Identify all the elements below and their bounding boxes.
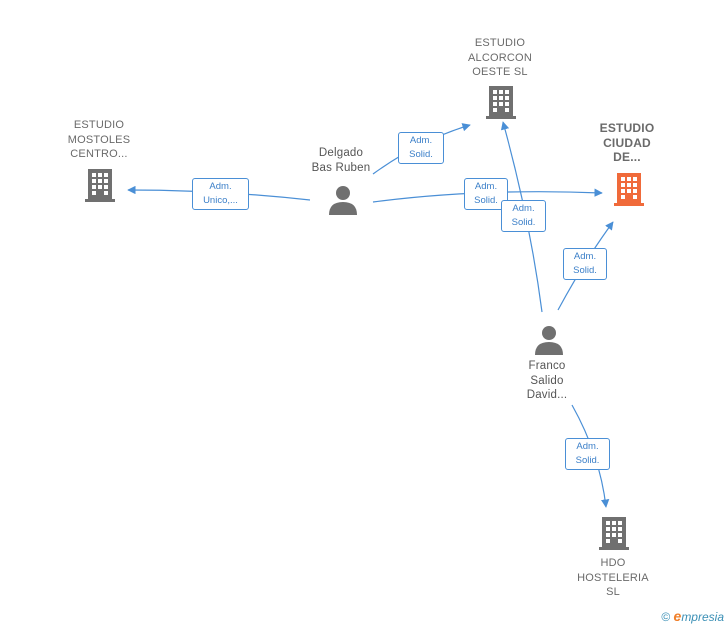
node-label-delgado[interactable]: Delgado Bas Ruben (311, 147, 371, 174)
building-icon[interactable] (599, 515, 629, 551)
person-icon[interactable] (534, 325, 564, 355)
node-label-estudio-mostoles[interactable]: ESTUDIO MOSTOLES CENTRO... (67, 119, 131, 160)
brand-name: mpresia (681, 610, 724, 624)
person-icon[interactable] (328, 185, 358, 215)
building-icon[interactable] (614, 171, 644, 207)
node-label-hdo[interactable]: HDO HOSTELERIA SL (577, 557, 649, 598)
edge-label-franco-ciudad[interactable]: Adm. Solid. (563, 248, 607, 280)
edge-label-delgado-alcorcon[interactable]: Adm. Solid. (398, 132, 444, 164)
node-label-franco[interactable]: Franco Salido David... (526, 360, 568, 401)
edge-label-delgado-ciudad[interactable]: Adm. Solid. (464, 178, 508, 210)
footer-brand[interactable]: © empresia (661, 608, 724, 624)
brand-logo-initial: e (673, 608, 682, 624)
node-label-estudio-ciudad[interactable]: ESTUDIO CIUDAD DE... (599, 121, 655, 164)
edge-label-delgado-mostoles[interactable]: Adm. Unico,... (192, 178, 249, 210)
building-icon[interactable] (85, 167, 115, 203)
node-label-estudio-alcorcon[interactable]: ESTUDIO ALCORCON OESTE SL (468, 37, 532, 78)
edge-label-franco-hdo[interactable]: Adm. Solid. (565, 438, 610, 470)
building-icon[interactable] (486, 84, 516, 120)
edge-label-franco-alcorcon[interactable]: Adm. Solid. (501, 200, 546, 232)
copyright-icon: © (661, 610, 671, 624)
